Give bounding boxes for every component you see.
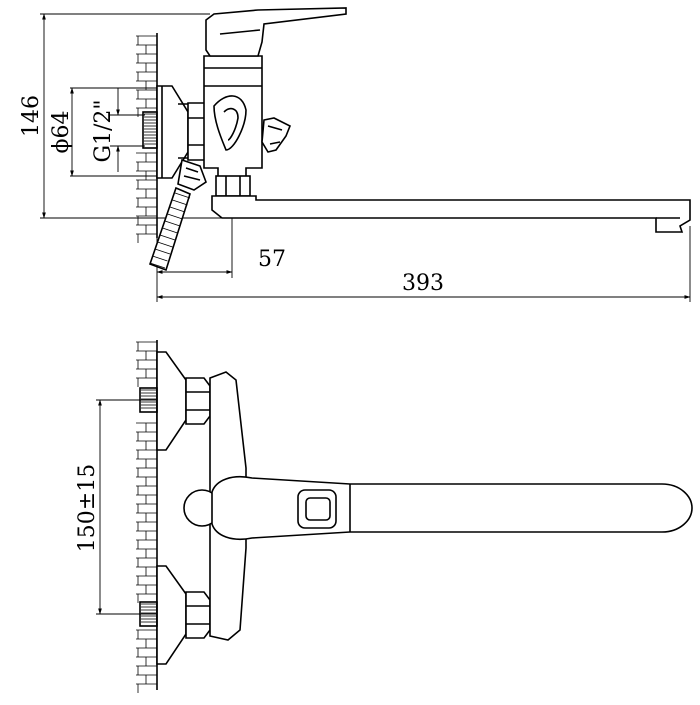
spout-side	[211, 195, 691, 233]
flange-diameter-dimension: ϕ64	[49, 111, 74, 154]
thread-dimension: G1/2"	[91, 99, 116, 162]
inlet-upper	[139, 351, 211, 451]
inlet-lower	[139, 565, 211, 665]
lever-handle-side	[205, 7, 347, 57]
plan-view: 150±15	[75, 340, 693, 693]
wall-section-top	[136, 33, 158, 243]
mixer-body-side	[203, 55, 292, 179]
height-dimension: 146	[19, 95, 44, 137]
spout-length-dimension: 393	[402, 271, 444, 296]
outlet-offset-dimension: 57	[258, 247, 286, 272]
side-view: 146 ϕ64 G1/2" 57 393	[19, 7, 691, 302]
spout-plan	[211, 476, 693, 540]
lever-plan	[297, 489, 337, 529]
hose-connector	[148, 158, 207, 272]
spout-nut-side	[215, 175, 251, 197]
inlet-spacing-dimension: 150±15	[75, 464, 100, 552]
